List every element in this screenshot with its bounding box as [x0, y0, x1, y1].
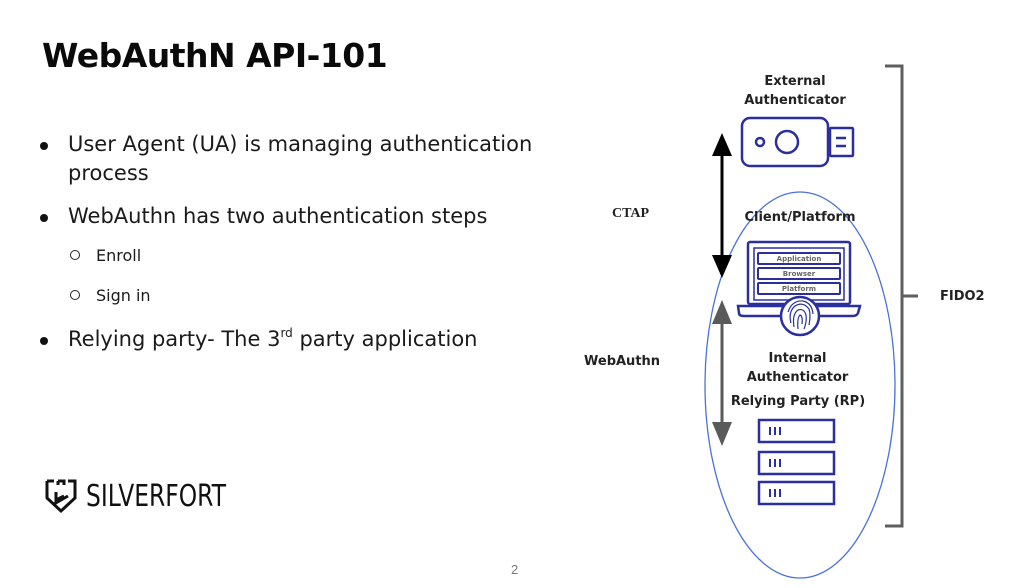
- bullet-list: User Agent (UA) is managing authenticati…: [38, 130, 558, 368]
- stack-layer-platform: Platform: [781, 285, 817, 293]
- external-authenticator-label: External Authenticator: [740, 72, 850, 110]
- bullet-rp-superscript: rd: [280, 326, 293, 340]
- bullet-webauthn-steps: WebAuthn has two authentication steps: [38, 202, 558, 231]
- webauthn-label: WebAuthn: [584, 354, 661, 369]
- bullet-rp-text-after: party application: [292, 327, 478, 351]
- external-label-line2: Authenticator: [744, 93, 846, 108]
- security-key-icon: [740, 116, 855, 168]
- logo-text: SILVERFORT: [86, 478, 227, 514]
- fido2-bracket: [885, 64, 918, 528]
- bullet-rp-text-before: Relying party- The 3: [68, 327, 281, 351]
- sub-bullet-enroll: Enroll: [68, 245, 558, 267]
- server-stack-icon: [757, 418, 836, 506]
- sub-bullet-sign-in: Sign in: [68, 285, 558, 307]
- fingerprint-icon: [779, 295, 821, 337]
- page-number: 2: [511, 562, 519, 577]
- webauthn-arrow: [712, 300, 732, 446]
- stack-layer-application: Application: [776, 255, 822, 263]
- relying-party-label: Relying Party (RP): [730, 394, 866, 409]
- stack-layer-browser: Browser: [782, 270, 816, 278]
- silverfort-logo: SILVERFORT: [44, 478, 266, 514]
- slide-title: WebAuthN API-101: [42, 36, 388, 75]
- internal-authenticator-label: Internal Authenticator: [735, 349, 860, 387]
- bullet-user-agent: User Agent (UA) is managing authenticati…: [38, 130, 558, 188]
- laptop-icon: [736, 240, 862, 318]
- silverfort-shield-icon: [45, 479, 77, 514]
- internal-label-line1: Internal: [768, 351, 827, 366]
- bullet-relying-party: Relying party- The 3rd party application: [38, 325, 558, 354]
- ctap-arrow: [712, 133, 732, 278]
- client-platform-label: Client/Platform: [744, 210, 856, 225]
- fido2-label: FIDO2: [940, 289, 985, 304]
- external-label-line1: External: [764, 74, 826, 89]
- internal-label-line2: Authenticator: [746, 370, 849, 385]
- client-ellipse: [704, 191, 896, 579]
- ctap-label: CTAP: [612, 206, 650, 221]
